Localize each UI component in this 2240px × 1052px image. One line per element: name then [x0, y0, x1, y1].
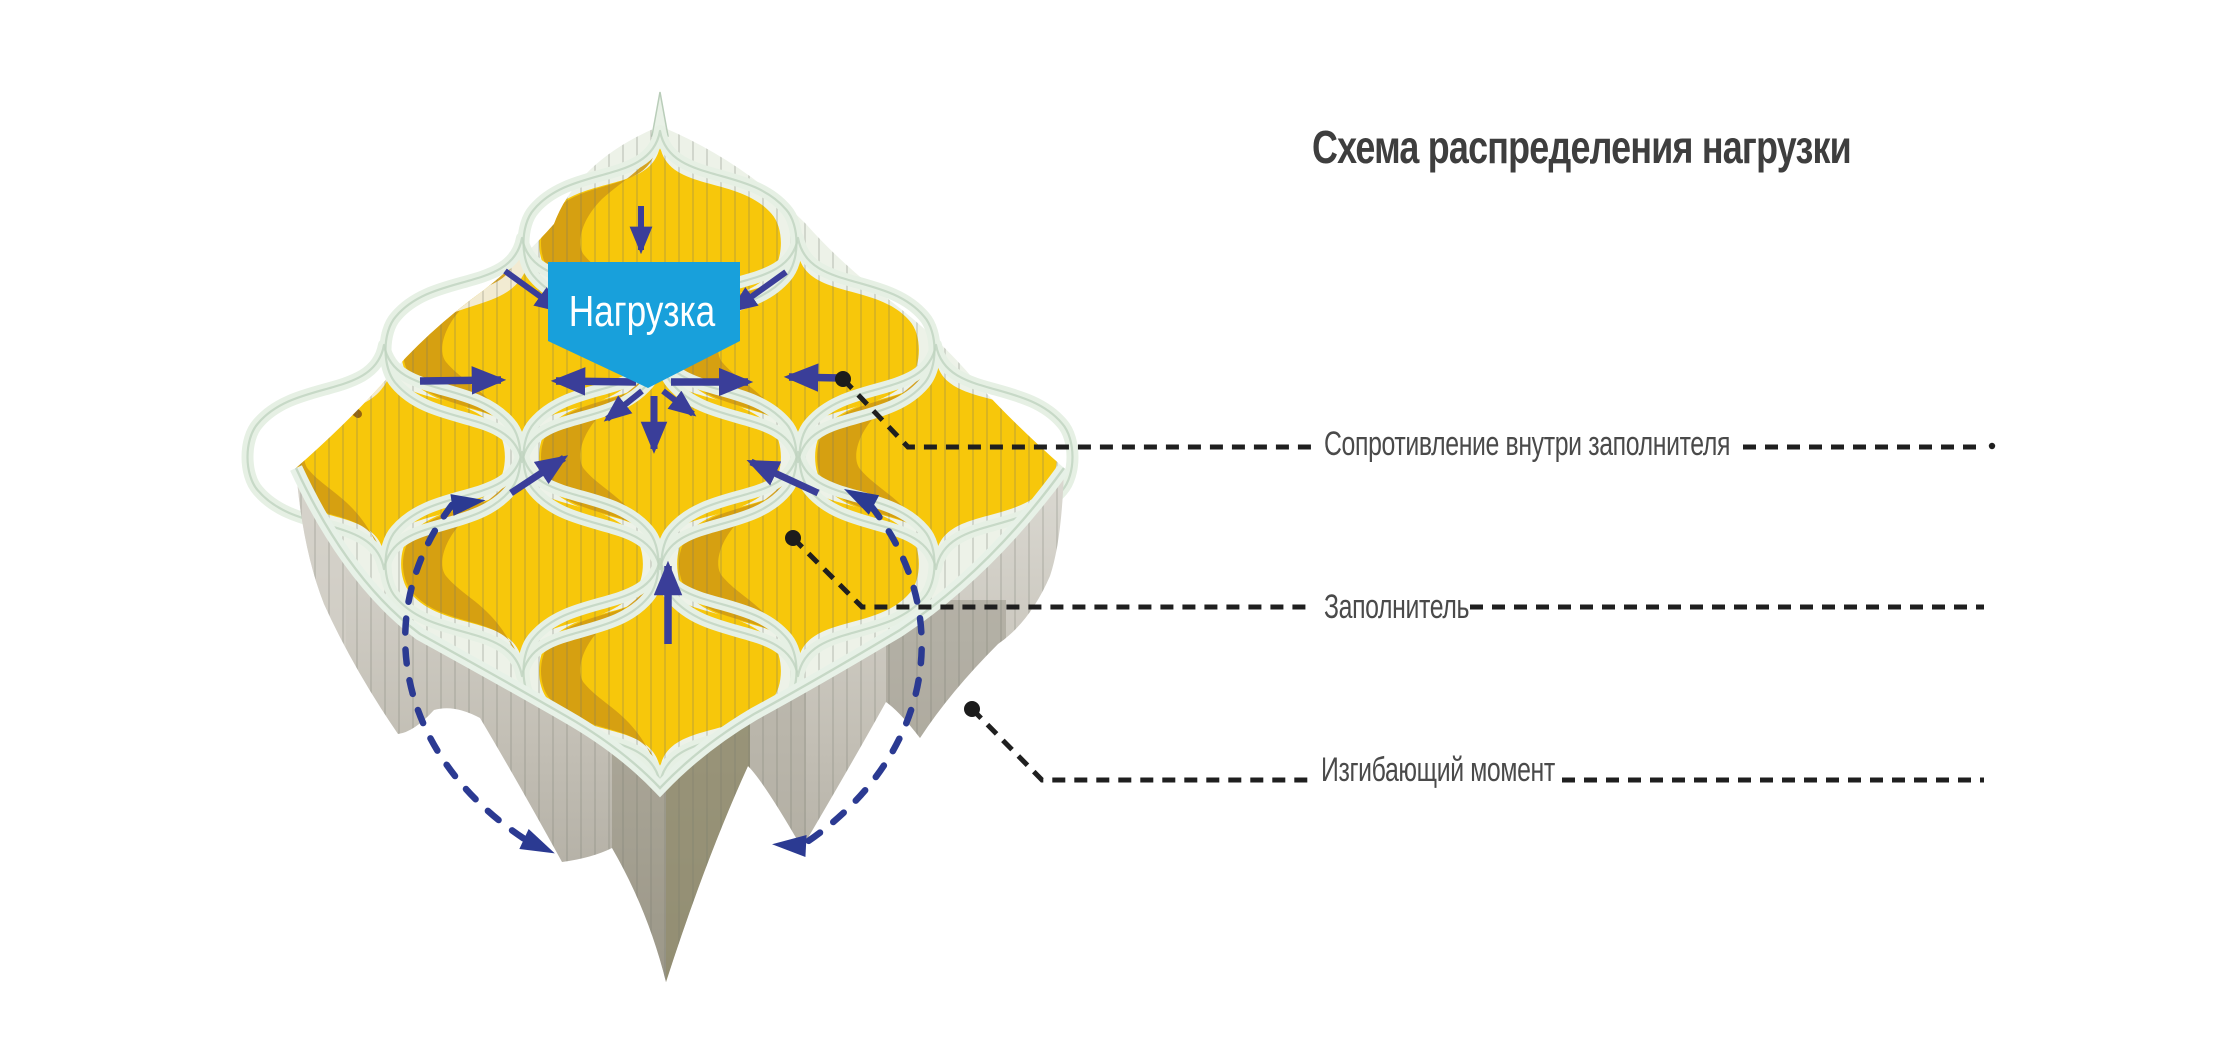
- moment-arrowhead-icon: [772, 835, 807, 857]
- load-banner: Нагрузка: [548, 262, 740, 388]
- moment-arrowhead-icon: [843, 489, 880, 515]
- leader-end-dot: [1988, 442, 1996, 450]
- callout-moment: Изгибающий момент: [1321, 751, 1555, 789]
- cell-wall-ridge-edge: [660, 450, 936, 678]
- load-arrow-west-center-icon: [550, 367, 637, 396]
- callout-resistance: Сопротивление внутри заполнителя: [1324, 425, 1731, 463]
- leader-lines: [785, 371, 1996, 783]
- load-banner-label: Нагрузка: [569, 287, 716, 336]
- leader-filler-line: [791, 536, 1312, 610]
- anchor-dot-filler: [785, 530, 801, 546]
- load-arrow-west-right-cell-icon: [783, 363, 842, 392]
- anchor-dot-moment: [964, 701, 980, 717]
- moment-arc-right: [800, 502, 925, 848]
- load-arrow-east-left-cell-icon: [419, 366, 507, 395]
- moment-arrowhead-icon: [450, 494, 486, 516]
- anchor-dot-resistance: [835, 371, 851, 387]
- load-banner-shape: [548, 262, 740, 388]
- page-title: Схема распределения нагрузки: [1312, 121, 1852, 173]
- bending-moment-arcs: [401, 489, 925, 857]
- load-arrow-sw-into-load-icon: [729, 269, 788, 313]
- moment-arc-left: [401, 501, 530, 844]
- wall-rib-hatch-front: [296, 468, 1064, 982]
- load-arrow-nw-lower-right-icon: [746, 458, 820, 497]
- load-arrow-ne-lower-left-icon: [509, 455, 569, 496]
- cell-wall-ridge-edge: [246, 343, 522, 571]
- leader-resistance-line: [841, 377, 1312, 450]
- geocell-structure: [241, 91, 1079, 982]
- load-arrows: [419, 206, 842, 644]
- cell-wall-ridge-edge: [798, 343, 1074, 571]
- moment-arrowhead-icon: [519, 829, 555, 854]
- callout-filler: Заполнитель: [1324, 588, 1470, 626]
- leader-moment-line: [970, 707, 1312, 783]
- load-arrow-sw-center-icon: [603, 388, 644, 422]
- load-arrow-se-center-icon: [661, 388, 697, 417]
- cell-wall-ridge-edge: [384, 450, 660, 678]
